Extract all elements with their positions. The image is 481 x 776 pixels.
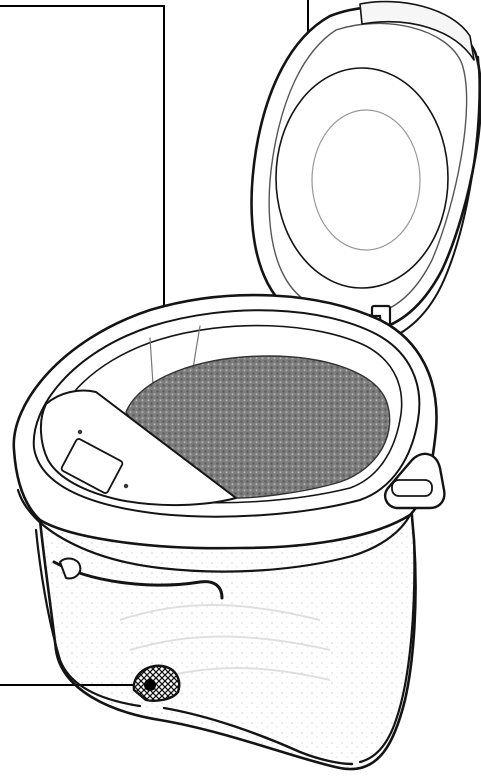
lid [252,2,481,342]
callout-dot-button [144,679,156,691]
lid-inner-plate [276,68,448,288]
side-handle-slot [392,480,432,496]
panel-indicator-left [78,430,82,434]
front-button-housing [134,666,179,701]
front-button [134,666,179,701]
pot-body [14,295,445,769]
panel-indicator-right [124,484,128,488]
